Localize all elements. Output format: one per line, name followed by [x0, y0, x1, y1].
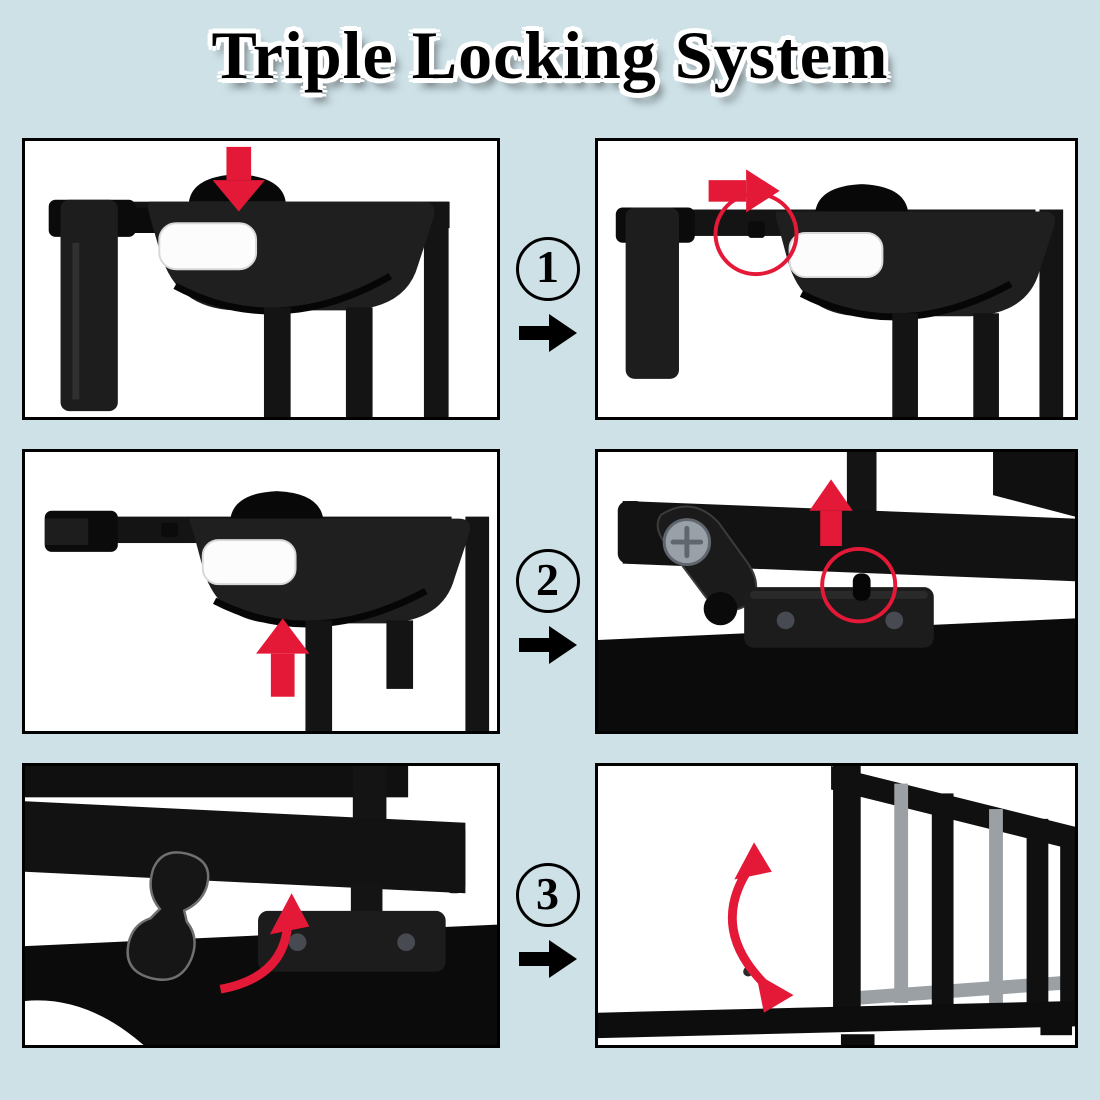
red-curved-arrow-head: [269, 893, 310, 935]
gate-bottom-rail: [25, 801, 466, 894]
rail-end-cap: [617, 500, 646, 564]
base-plate-screw: [885, 611, 904, 630]
red-swing-arrow-head-top: [734, 842, 772, 880]
step-indicator-3: 3: [500, 763, 595, 1048]
rail-end-cap: [443, 822, 466, 894]
lock-knob: [815, 184, 909, 212]
panel-step3-gate-swings-open: [595, 763, 1078, 1048]
latch-pin: [161, 522, 179, 538]
panel-step3-rotate-lever: [22, 763, 500, 1048]
locking-pin: [852, 573, 871, 601]
panel-step1-slide-latch: [595, 138, 1078, 420]
screw-knob-ring: [662, 518, 712, 567]
latch-pin: [748, 221, 765, 238]
step-2-badge: 2: [515, 549, 580, 613]
gate-bar: [263, 307, 291, 417]
fixed-gate-rail-gray: [856, 975, 1071, 1005]
step-3-badge: 3: [515, 863, 580, 927]
red-swing-arrow-icon: [727, 867, 771, 991]
steps-grid: 1: [22, 138, 1078, 1048]
step-indicator-2: 2: [500, 449, 595, 734]
gate-lower-rail-top: [25, 766, 409, 798]
base-plate-screw: [397, 933, 416, 952]
frame-corner: [993, 452, 1075, 517]
red-curved-arrow-icon: [219, 924, 293, 994]
door-bar-black: [931, 793, 954, 1015]
right-arrow-icon: [518, 940, 577, 978]
step-2-number: 2: [536, 553, 559, 605]
gate-bar-right: [465, 516, 490, 731]
fixed-gate-bar-gray: [894, 783, 909, 1003]
red-arrow-down-icon: [212, 146, 265, 212]
step-indicator-1: 1: [500, 138, 595, 420]
right-arrow-icon: [518, 626, 577, 664]
wall-post: [60, 199, 118, 412]
lock-release-button: [158, 222, 258, 271]
red-arrow-up-icon: [809, 479, 853, 546]
door-bar-black: [1060, 826, 1075, 1025]
red-swing-arrow-head-bottom: [756, 973, 794, 1013]
lift-gate-up-illustration: [44, 491, 490, 731]
panel-step2-lift-gate: [22, 449, 500, 734]
release-lever: [126, 851, 210, 981]
panel-step2-bottom-pin-detail: [595, 449, 1078, 734]
step-1-badge: 1: [515, 236, 580, 301]
red-arrow-up-icon: [256, 618, 310, 697]
gate-swing-open-illustration: [598, 766, 1075, 1045]
wall-post: [625, 207, 679, 379]
lock-release-button: [788, 232, 884, 279]
lock-release-button: [201, 539, 297, 586]
fixed-gate-bar-gray: [989, 809, 1003, 1009]
gate-bar-right: [423, 201, 449, 417]
base-plate-screw: [776, 611, 795, 630]
red-arrow-right-icon: [708, 169, 780, 213]
slide-latch-illustration: [615, 169, 1064, 417]
panel-step1-press-lock: [22, 138, 500, 420]
gate-bar: [892, 313, 918, 417]
base-plate-screw: [288, 933, 307, 952]
door-bar-black: [1026, 818, 1049, 1021]
lock-knob: [230, 491, 324, 519]
floor-gap: [25, 1000, 144, 1045]
floor: [598, 618, 1075, 731]
roller-knob: [703, 591, 738, 626]
right-arrow-icon: [518, 313, 577, 352]
door-bar-black: [833, 766, 861, 1015]
gate-foot: [1040, 1024, 1073, 1036]
gate-bar: [386, 620, 414, 689]
press-lock-down-illustration: [48, 146, 450, 417]
gate-foot: [840, 1034, 875, 1045]
highlight-circle: [820, 546, 898, 624]
step-1-number: 1: [536, 241, 559, 292]
gate-bar-right: [1039, 209, 1064, 417]
bottom-pin-release-illustration: [598, 452, 1075, 731]
screw-cross-slot: [670, 525, 704, 559]
post-highlight: [72, 242, 80, 400]
rotate-bottom-lever-illustration: [25, 766, 497, 1045]
gate-bar: [973, 313, 999, 417]
step-3-number: 3: [536, 867, 559, 919]
wall-bracket-inner: [44, 518, 89, 545]
base-plate-edge: [750, 591, 928, 599]
gate-bar: [305, 620, 333, 731]
gate-bottom-rail: [598, 1000, 1075, 1039]
gate-bar: [345, 307, 373, 417]
page-title: Triple Locking System: [211, 17, 889, 93]
